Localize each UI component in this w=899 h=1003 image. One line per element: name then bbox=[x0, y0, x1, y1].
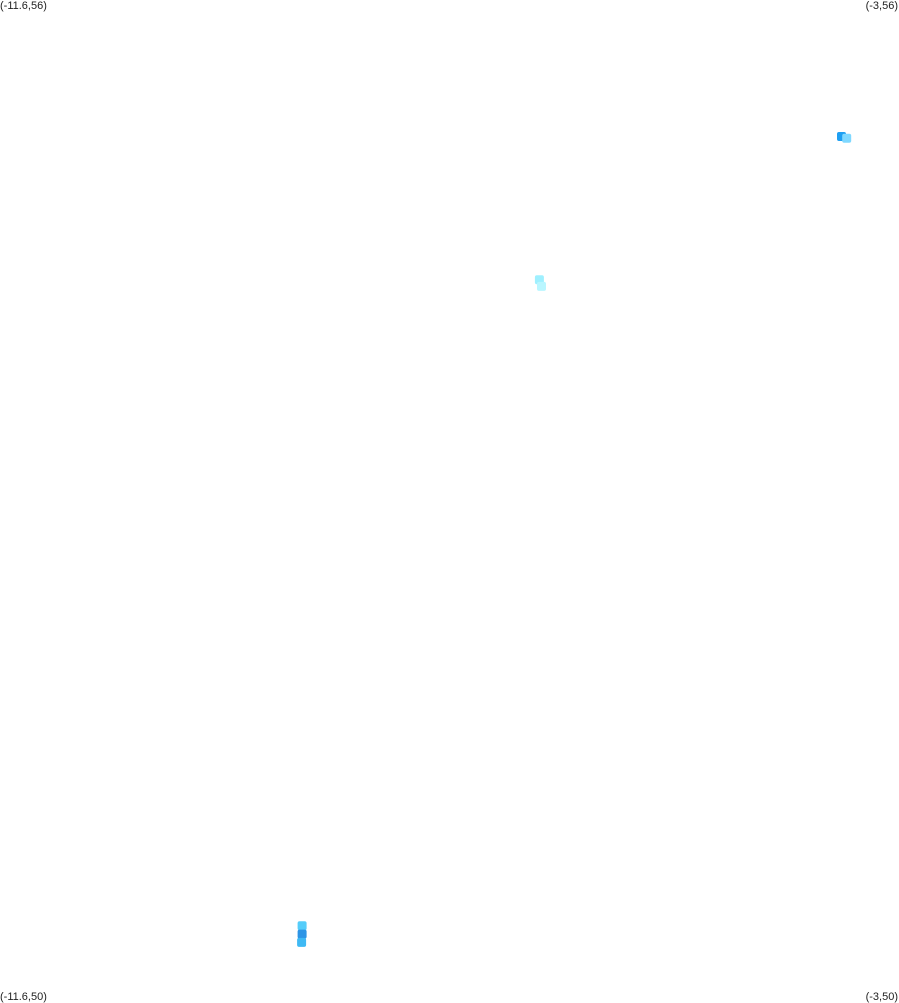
point-cluster[interactable] bbox=[534, 275, 546, 291]
data-point bbox=[297, 929, 307, 939]
data-point bbox=[297, 937, 307, 947]
data-point bbox=[842, 133, 852, 143]
point-cluster[interactable] bbox=[297, 921, 307, 947]
corner-label-bottom-left: (-11.6,50) bbox=[0, 991, 47, 1003]
corner-label-bottom-right: (-3,50) bbox=[865, 991, 898, 1003]
data-point bbox=[297, 921, 307, 931]
corner-label-top-right: (-3,56) bbox=[865, 0, 898, 12]
point-cluster[interactable] bbox=[837, 132, 852, 143]
data-point bbox=[537, 281, 546, 291]
corner-label-top-left: (-11.6,56) bbox=[0, 0, 47, 12]
